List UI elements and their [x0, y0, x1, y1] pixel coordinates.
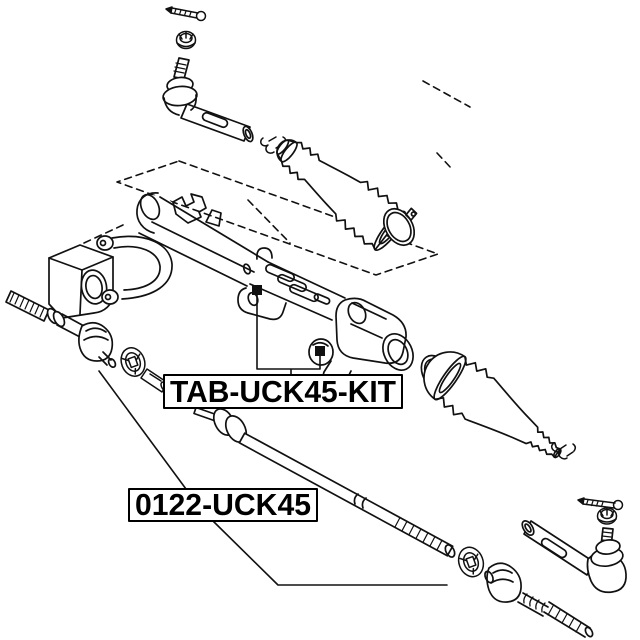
shaft-threads	[394, 516, 443, 551]
inner-tie-rod-left	[5, 290, 117, 369]
callout-0122-uck45[interactable]: 0122-UCK45	[128, 487, 318, 522]
pinion-valve-housing	[335, 297, 407, 365]
callout-tab-uck45-kit[interactable]: TAB-UCK45-KIT	[163, 374, 403, 409]
rack-bushing	[48, 244, 114, 319]
leader-kit	[256, 294, 321, 376]
cotter-pin-bottom	[577, 497, 624, 511]
rod-threads	[9, 292, 45, 318]
rod-threads-right	[547, 605, 582, 633]
rack-shaft	[193, 406, 456, 558]
cotter-pin-top	[165, 6, 207, 22]
housing-mount-bracket	[172, 193, 207, 224]
housing-mount-ear	[237, 287, 287, 321]
part-label-box[interactable]	[128, 488, 318, 522]
wire-clip-lower	[550, 443, 577, 460]
dashed-segment-left	[83, 224, 124, 244]
dashed-segment-right	[436, 152, 453, 170]
tie-rod-end-top	[162, 57, 254, 143]
rack-boot-lower	[423, 351, 562, 459]
castle-nut-bottom	[596, 507, 618, 525]
tie-rod-shaft	[180, 103, 251, 142]
bushing-bracket	[96, 235, 173, 305]
kit-label-box[interactable]	[163, 374, 403, 409]
steering-rack-housing	[132, 192, 416, 385]
callout-marker-bushing	[252, 285, 262, 295]
tie-rod-end-bottom	[521, 520, 627, 594]
castle-nut-top	[175, 30, 197, 50]
callout-marker-pinion	[315, 346, 325, 356]
dashed-segment-center	[247, 199, 291, 244]
housing-output-mouth	[382, 333, 414, 371]
claw-washer-left	[120, 347, 146, 377]
part-label-text[interactable]: 0122-UCK45	[135, 487, 311, 522]
housing-tube-top-edge	[159, 196, 269, 263]
dashed-segment-upper-right	[422, 80, 471, 108]
leader-part	[98, 370, 448, 586]
inner-tie-rod-right	[484, 562, 594, 638]
boot-clamp-upper	[382, 207, 418, 247]
kit-label-text[interactable]: TAB-UCK45-KIT	[170, 374, 396, 409]
claw-washer-right	[457, 546, 485, 578]
stud-threads	[173, 62, 187, 74]
inner-ball-housing	[78, 321, 114, 362]
